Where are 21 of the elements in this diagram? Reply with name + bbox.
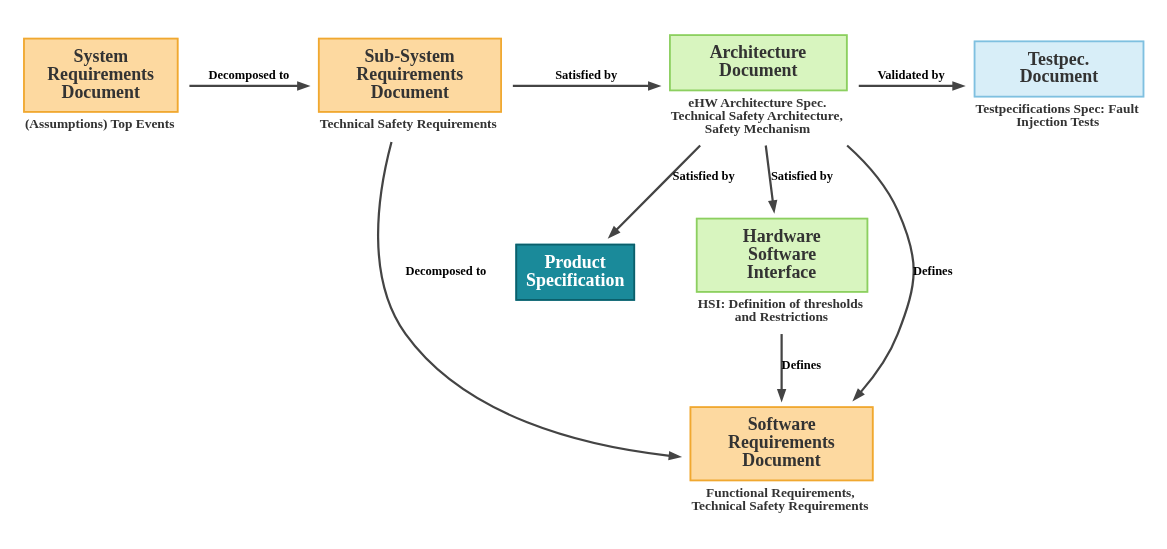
arrow [512, 81, 662, 91]
edge-label: Satisfied by [672, 169, 735, 184]
edge-label: Satisfied by [770, 169, 834, 184]
arrow [607, 144, 701, 239]
edge-label: Validated by [877, 68, 945, 83]
node-label: Technical Safety Requirements [319, 115, 497, 131]
arrow [377, 141, 683, 461]
edge-label: Satisfied by [555, 68, 618, 83]
arrow [776, 334, 787, 403]
edge-label: Defines [781, 357, 822, 372]
arrow [858, 81, 966, 91]
node-label: Functional Requirements, Technical Safety Requirements [691, 484, 869, 513]
node-label: Testpecifications Spec: Fault Injection Tests [975, 100, 1139, 130]
node-label: HSI: Definition of thresholds and Restrictions [697, 296, 863, 325]
arrow [764, 145, 778, 214]
node-label: (Assumptions) Top Events [24, 115, 175, 131]
arrow [189, 81, 311, 91]
edge-label: Decomposed to [405, 263, 487, 278]
arrow [846, 144, 915, 402]
node-label: eHW Architecture Spec. Technical Safety Architecture, Safety Mechanism [670, 94, 843, 137]
edge-label: Decomposed to [208, 68, 290, 83]
